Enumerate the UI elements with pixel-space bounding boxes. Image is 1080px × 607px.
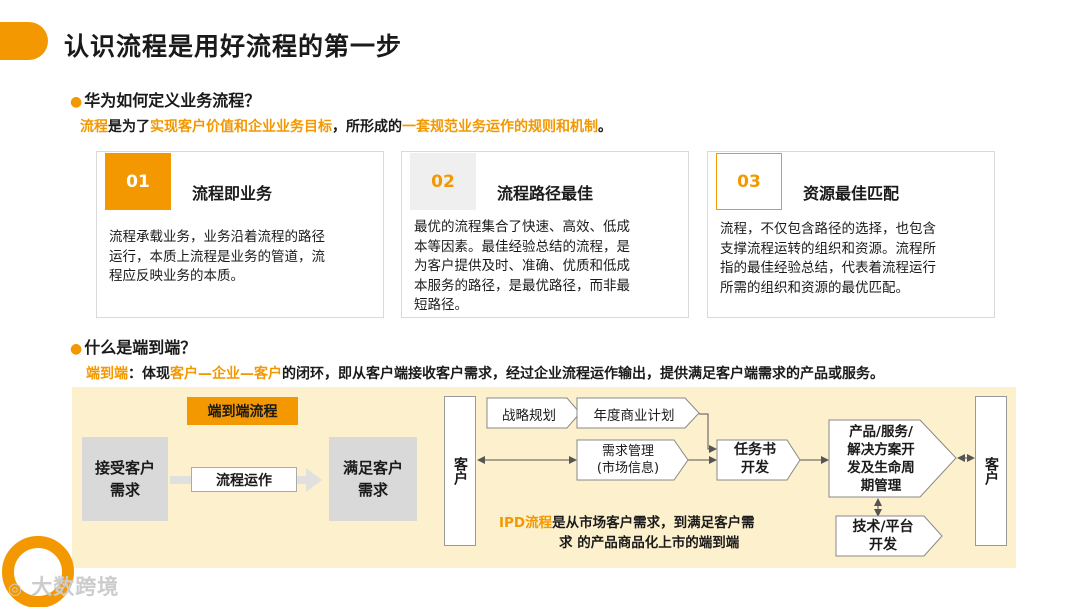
card-body: 流程，不仅包含路径的选择，也包含 支撑流程运转的组织和资源。流程所 指的最佳经验… xyxy=(720,220,982,298)
card-line: 本服务的路径，是最优路径，而非最 xyxy=(414,277,630,294)
product-label: 产品/服务/ 解决方案开 发及生命周 期管理 xyxy=(833,423,929,495)
box-line: 任务书 xyxy=(734,442,776,458)
card-body: 最优的流程集合了快速、高效、低成 本等因素。最佳经验总结的流程，是 为客户提供及… xyxy=(414,218,676,316)
card-number-badge: 03 xyxy=(716,153,782,210)
desc-text: 。 xyxy=(598,119,612,135)
ipd-text: 是从市场客户需求，到满足客户需 xyxy=(552,515,755,531)
box-line: 开发 xyxy=(869,537,897,553)
box-line: (市场信息) xyxy=(596,461,660,476)
card-line: 为客户提供及时、准确、优质和低成 xyxy=(414,258,630,274)
card-title: 资源最佳匹配 xyxy=(803,184,900,203)
title-tab-decoration xyxy=(0,22,48,60)
chevron-demand xyxy=(576,439,689,481)
box-line: 需求 xyxy=(357,481,388,499)
page-title: 认识流程是用好流程的第一步 xyxy=(64,32,403,61)
ipd-highlight: IPD流程 xyxy=(499,515,553,531)
box-line: 产品/服务/ xyxy=(849,424,913,440)
card-title: 流程路径最佳 xyxy=(497,184,594,203)
box-line: 需求 xyxy=(109,481,140,499)
customer-left-box: 客户 xyxy=(444,396,476,546)
card-best-path: 02 流程路径最佳 最优的流程集合了快速、高效、低成 本等因素。最佳经验总结的流… xyxy=(401,151,689,318)
arrow-plan-task xyxy=(699,413,717,453)
card-line: 所需的组织和资源的最优匹配。 xyxy=(720,279,909,296)
section1-heading: ●华为如何定义业务流程？ xyxy=(70,87,260,111)
desc-highlight: 流程 xyxy=(80,119,108,135)
card-line: 指的最佳经验总结，代表着流程运行 xyxy=(720,260,936,276)
box-line: 发及生命周 xyxy=(847,460,915,476)
desc-text: ：体现 xyxy=(128,366,170,382)
strategy-label: 战略规划 xyxy=(502,408,556,424)
desc-highlight: 端到端 xyxy=(86,366,128,382)
watermark: ◎ 大数跨境 xyxy=(8,571,119,601)
card-number-badge: 02 xyxy=(410,153,476,210)
ring-decoration xyxy=(2,536,74,607)
ipd-text: 求 的产品商品化上市的端到端 xyxy=(559,535,740,551)
chevron-annual-plan xyxy=(576,397,700,429)
section1-heading-text: 华为如何定义业务流程？ xyxy=(84,91,261,110)
desc-text: 的闭环，即从客户端接收客户需求，经过企业流程运作输出，提供满足客户端需求的产品或… xyxy=(282,366,884,382)
section2-description: 端到端：体现客户—企业—客户的闭环，即从客户端接收客户需求，经过企业流程运作输出… xyxy=(86,363,884,383)
desc-text: ，所形成的 xyxy=(332,119,402,135)
box-line: 技术/平台 xyxy=(852,519,914,535)
bullet-icon: ● xyxy=(70,341,83,357)
box-line: 期管理 xyxy=(860,478,902,494)
section2-heading-text: 什么是端到端？ xyxy=(84,338,197,357)
card-line: 短路径。 xyxy=(414,297,468,313)
desc-text: 是为了 xyxy=(108,119,150,135)
card-line: 程应反映业务的本质。 xyxy=(109,268,244,284)
card-line: 运行，本质上流程是业务的管道，流 xyxy=(109,248,325,265)
card-line: 支撑流程运转的组织和资源。流程所 xyxy=(720,240,936,257)
card-body: 流程承载业务，业务沿着流程的路径 运行，本质上流程是业务的管道，流 程应反映业务… xyxy=(109,228,371,287)
box-line: 解决方案开 xyxy=(847,442,915,458)
satisfy-demand-box: 满足客户需求 xyxy=(329,437,417,521)
chevron-product xyxy=(828,419,957,498)
section1-description: 流程是为了实现客户价值和企业业务目标，所形成的一套规范业务运作的规则和机制。 xyxy=(80,116,612,136)
chevron-tech xyxy=(835,515,943,557)
task-label: 任务书 开发 xyxy=(719,441,791,477)
bullet-icon: ● xyxy=(70,94,83,110)
customer-right-box: 客户 xyxy=(975,396,1007,546)
process-operation-box: 流程运作 xyxy=(191,467,297,492)
card-line: 流程，不仅包含路径的选择，也包含 xyxy=(720,221,936,237)
e2e-process-label: 端到端流程 xyxy=(187,397,298,425)
card-process-is-business: 01 流程即业务 流程承载业务，业务沿着流程的路径 运行，本质上流程是业务的管道… xyxy=(96,151,384,318)
desc-highlight: 实现客户价值和企业业务目标 xyxy=(150,119,332,135)
desc-highlight: 一套规范业务运作的规则和机制 xyxy=(402,119,598,135)
desc-highlight: 客户—企业—客户 xyxy=(170,366,282,382)
tech-label: 技术/平台 开发 xyxy=(838,518,928,554)
card-resource-match: 03 资源最佳匹配 流程，不仅包含路径的选择，也包含 支撑流程运转的组织和资源。… xyxy=(707,151,995,318)
annual-plan-label: 年度商业计划 xyxy=(593,408,675,424)
box-line: 满足客户 xyxy=(342,459,403,477)
card-line: 本等因素。最佳经验总结的流程，是 xyxy=(414,238,630,255)
demand-label: 需求管理 (市场信息) xyxy=(580,443,676,477)
card-line: 最优的流程集合了快速、高效、低成 xyxy=(414,219,630,235)
box-line: 需求管理 xyxy=(601,444,654,459)
chevron-strategy xyxy=(486,397,581,429)
watermark-logo-icon: ◎ xyxy=(8,579,23,598)
watermark-text: 大数跨境 xyxy=(31,575,120,599)
box-line: 开发 xyxy=(741,460,769,476)
chevron-task xyxy=(716,439,801,481)
ipd-description: IPD流程是从市场客户需求，到满足客户需 求 的产品商品化上市的端到端 xyxy=(499,513,819,553)
receive-demand-box: 接受客户需求 xyxy=(82,437,168,521)
card-line: 流程承载业务，业务沿着流程的路径 xyxy=(109,229,325,245)
box-line: 接受客户 xyxy=(94,459,155,477)
section2-heading: ●什么是端到端？ xyxy=(70,334,196,358)
card-title: 流程即业务 xyxy=(192,184,273,203)
card-number-badge: 01 xyxy=(105,153,171,210)
